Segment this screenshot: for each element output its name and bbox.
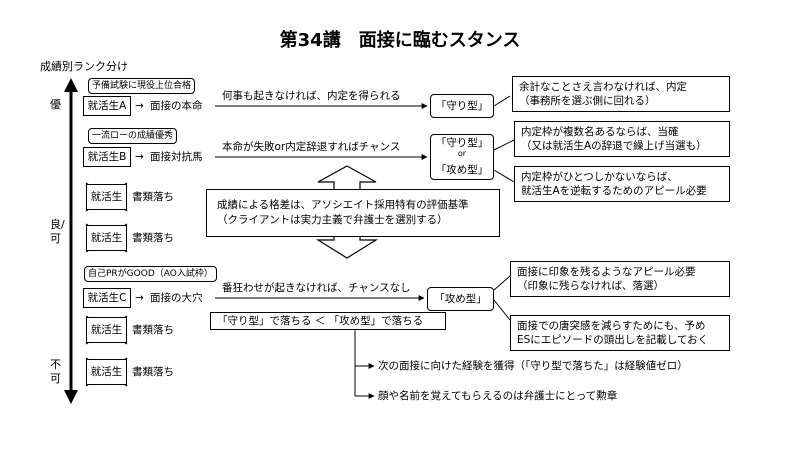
note-b2: 内定枠がひとつしかないならば、 就活生Aを逆転するためのアピール必要 [514, 166, 730, 202]
tier-b-candidate: 就活生B [83, 147, 131, 167]
tier-b-arrow: → [135, 151, 144, 163]
rejected-candidate: 就活生 [86, 184, 127, 210]
or-label: or [457, 149, 467, 158]
tier-a-badge: 予備試験に現役上位合格 [88, 78, 196, 94]
rank-excellent-label: 優 [50, 98, 61, 111]
tier-b-desc: 面接対抗馬 [150, 151, 203, 163]
rejected-candidate: 就活生 [86, 225, 127, 251]
rejected-candidate: 就活生 [86, 317, 127, 343]
tier-c-candidate: 就活生C [83, 288, 131, 308]
condition-c: 番狂わせが起きなければ、チャンスなし [222, 282, 411, 294]
page-title: 第34講 面接に臨むスタンス [279, 30, 521, 51]
compare-box: 「守り型」で落ちる ＜ 「攻め型」で落ちる [210, 312, 446, 330]
tier-c-desc: 面接の大穴 [150, 292, 203, 304]
tier-a-candidate: 就活生A [83, 96, 131, 116]
tier-c-badge: 自己PRがGOOD（AO入試枠） [84, 266, 217, 282]
tier-a-arrow: → [135, 100, 144, 112]
defensive-type-b: 「守り型」 [435, 137, 489, 149]
condition-b: 本命が失敗or内定辞退すればチャンス [222, 141, 401, 153]
note-c2: 面接での唐突感を減らすためにも、予め ESにエピソードの頭出しを記載しておく [510, 315, 730, 351]
note-a: 余計なことさえ言わなければ、内定 （事務所を選ぶ側に回れる） [512, 76, 730, 112]
note-center: 成績による格差は、アソシエイト採用特有の評価基準 （クライアントは実力主義で弁護… [206, 189, 500, 237]
defensive-type-a: 「守り型」 [430, 94, 494, 118]
offensive-type-b: 「攻め型」 [435, 164, 489, 176]
rejected-candidate: 就活生 [86, 359, 127, 385]
condition-a: 何事も起きなければ、内定を得られる [222, 90, 401, 102]
type-b-group: 「守り型」 or 「攻め型」 [430, 134, 494, 180]
experience-note: 次の面接に向けた経験を獲得（「守り型で落ちた」は経験値ゼロ） [378, 360, 688, 372]
axis-up-arrowhead [64, 78, 78, 92]
rank-middle-label: 良/可 [50, 218, 65, 245]
rank-axis-label: 成績別ランク分け [40, 60, 128, 73]
rejected-label: 書類落ち [132, 366, 174, 378]
tier-c-arrow: → [135, 292, 144, 304]
tier-a-desc: 面接の本命 [150, 100, 203, 112]
offensive-type-c: 「攻め型」 [427, 287, 494, 311]
rejected-label: 書類落ち [132, 324, 174, 336]
axis-down-arrowhead [64, 390, 78, 404]
rejected-label: 書類落ち [132, 232, 174, 244]
note-b1: 内定枠が複数名あるならば、当確 （又は就活生Aの辞退で繰上げ当選も） [514, 121, 730, 157]
rank-fail-label: 不可 [50, 358, 61, 385]
tier-b-badge: 一流ローの成績優秀 [88, 128, 178, 144]
rejected-label: 書類落ち [132, 191, 174, 203]
note-c1: 面接に印象を残るようなアピール必要 （印象に残らなければ、落選） [510, 261, 730, 297]
recognition-note: 顔や名前を覚えてもらえるのは弁護士にとって勲章 [378, 390, 618, 402]
